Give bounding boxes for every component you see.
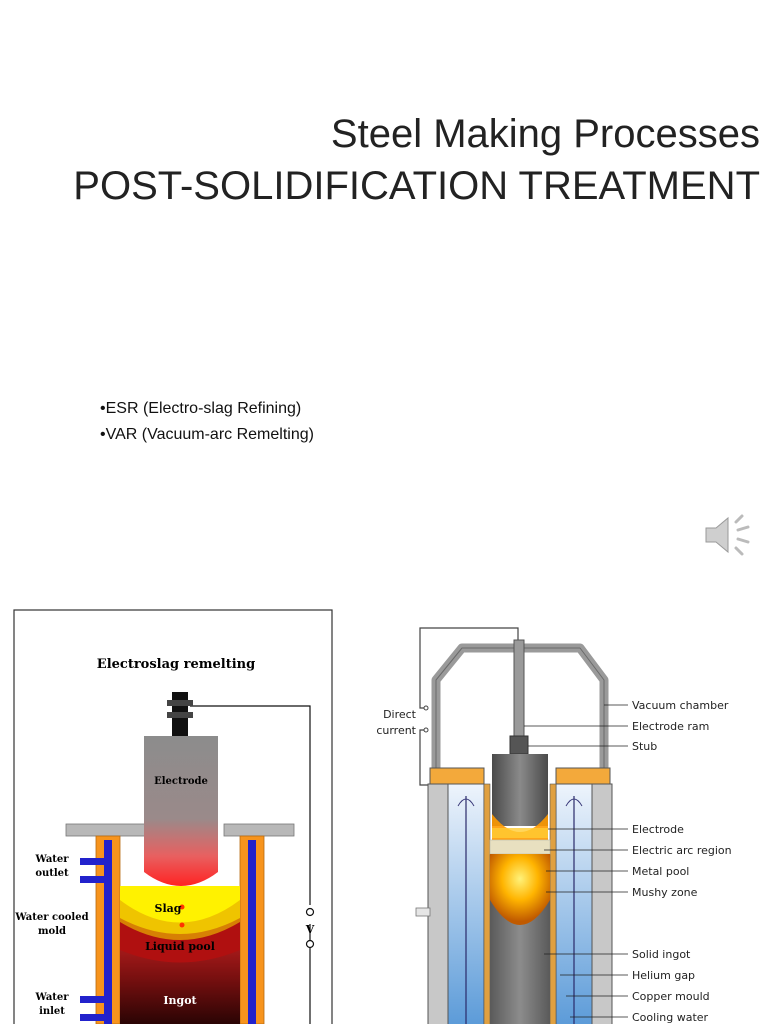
voltage-label: V [305, 923, 315, 936]
label-mushy-zone: Mushy zone [632, 886, 698, 899]
direct-current-label-1: Direct [383, 708, 417, 721]
copper-mould-right [549, 783, 557, 1024]
flange-right [555, 767, 611, 785]
water-inlet-label-2: inlet [39, 1006, 65, 1017]
bullet-list: •ESR (Electro-slag Refining) •VAR (Vacuu… [100, 396, 314, 448]
cooled-mold-label-1: Water cooled [14, 912, 88, 923]
speaker-icon[interactable] [700, 510, 758, 560]
label-solid-ingot: Solid ingot [632, 948, 691, 961]
label-stub: Stub [632, 740, 657, 753]
process-diagrams: Electroslag remelting V [13, 609, 732, 1024]
electrode-label: Electrode [154, 776, 208, 787]
var-diagram: Direct current [376, 627, 732, 1024]
stub [509, 735, 529, 755]
esr-diagram: Electroslag remelting V [13, 609, 333, 1024]
label-copper-mould: Copper mould [632, 990, 710, 1003]
cover-plate-left [65, 823, 147, 837]
label-electrode-ram: Electrode ram [632, 720, 709, 733]
label-electrode: Electrode [632, 823, 684, 836]
label-cooling-water: Cooling water [632, 1011, 709, 1024]
arc-region [489, 839, 551, 855]
voltage-terminal-bottom [305, 939, 315, 949]
slide-title: Steel Making Processes POST-SOLIDIFICATI… [73, 108, 760, 212]
label-metal-pool: Metal pool [632, 865, 689, 878]
copper-mould-left [483, 783, 491, 1024]
label-vacuum-chamber: Vacuum chamber [632, 699, 729, 712]
ingot-label: Ingot [163, 994, 197, 1007]
label-helium-gap: Helium gap [632, 969, 695, 982]
bullet-var: •VAR (Vacuum-arc Remelting) [100, 426, 314, 443]
cover-plate-right [223, 823, 295, 837]
voltage-terminal-top [305, 907, 315, 917]
label-electric-arc-region: Electric arc region [632, 844, 732, 857]
metal-pool [490, 854, 550, 925]
water-outlet-label-2: outlet [35, 868, 69, 879]
cooled-mold-label-2: mold [38, 926, 66, 937]
electrode [144, 736, 218, 886]
water-inlet-label-1: Water [34, 992, 69, 1003]
slag-label: Slag [155, 902, 182, 915]
bullet-esr: •ESR (Electro-slag Refining) [100, 400, 302, 417]
direct-current-label-2: current [376, 724, 416, 737]
water-outlet-label-1: Water [34, 854, 69, 865]
flange-left [429, 767, 485, 785]
liquid-pool-label: Liquid pool [145, 940, 215, 953]
water-channel-left [104, 840, 112, 1024]
title-line-1: Steel Making Processes [330, 112, 760, 156]
electrode-ram [513, 639, 525, 739]
esr-title: Electroslag remelting [97, 657, 255, 672]
var-electrode [492, 754, 548, 826]
title-line-2: POST-SOLIDIFICATION TREATMENT [73, 164, 760, 208]
water-channel-right [248, 840, 256, 1024]
